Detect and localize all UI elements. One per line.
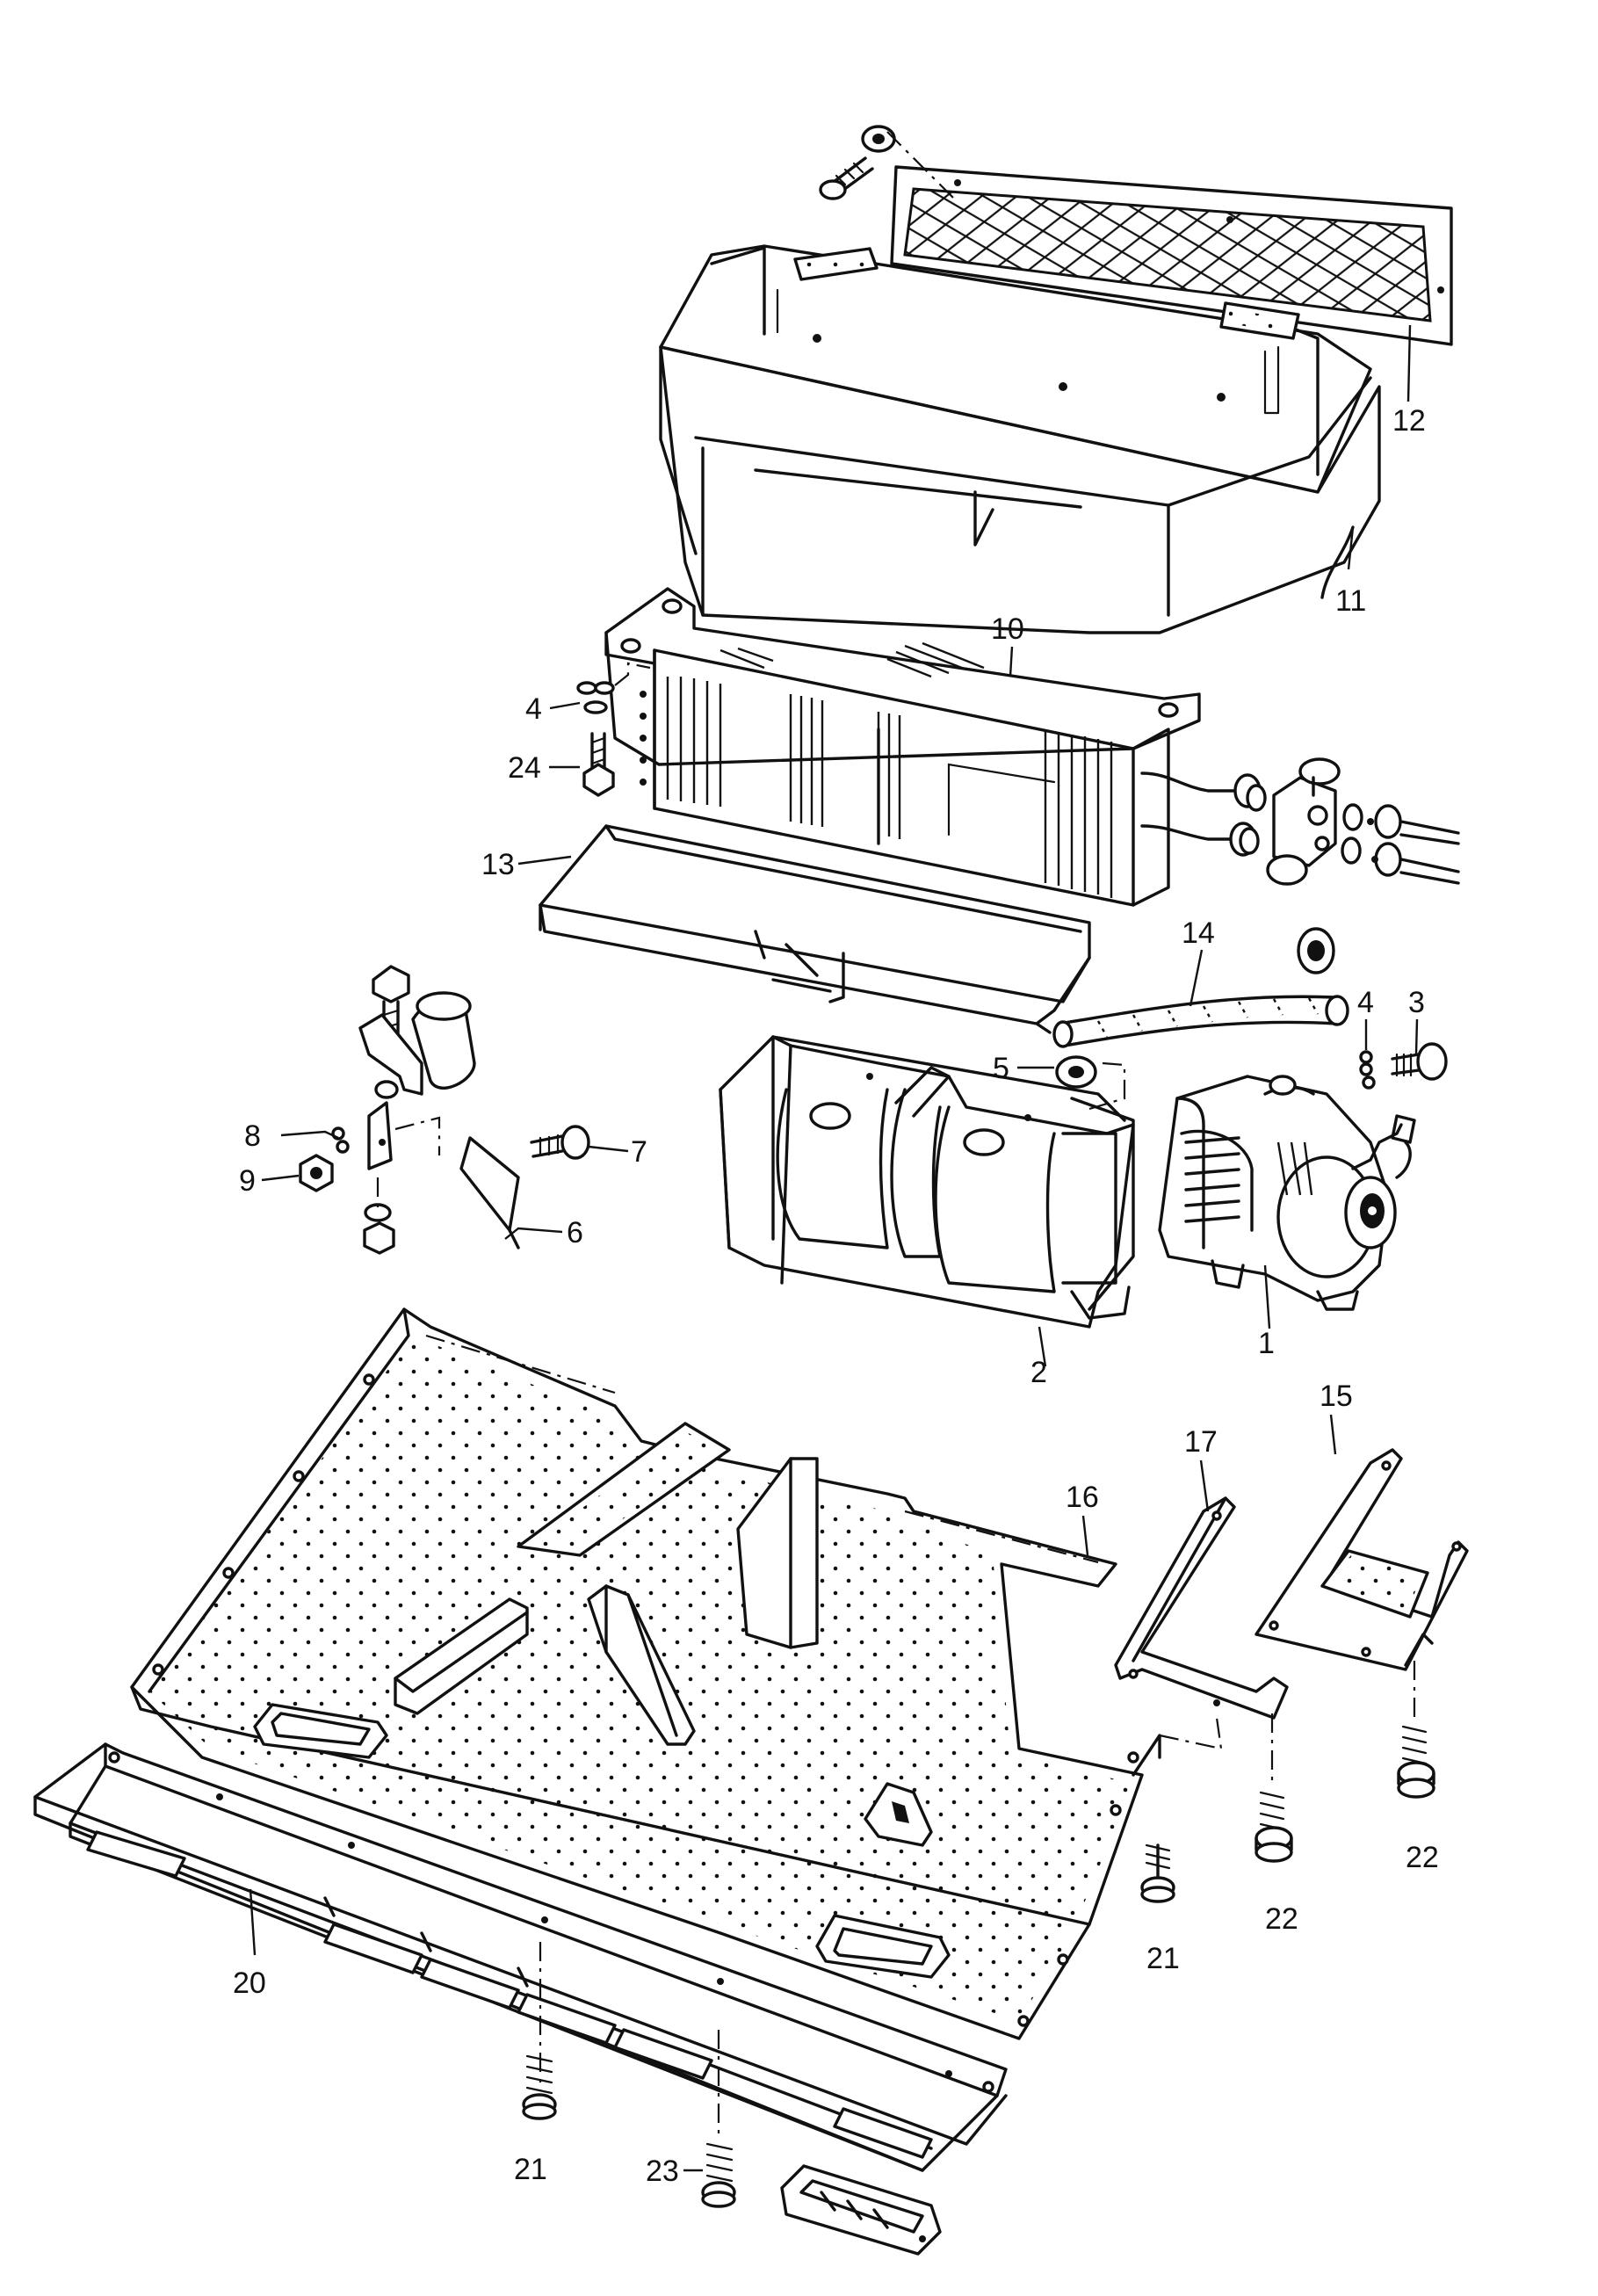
- label-20: 20: [233, 1966, 266, 2000]
- grommet-5: [1055, 1055, 1126, 1111]
- bracket-17: [1114, 1496, 1289, 1784]
- screw-icon-23: [701, 2142, 736, 2208]
- label-13: 13: [481, 848, 515, 881]
- label-23: 23: [646, 2155, 679, 2188]
- label-4-right: 4: [1357, 986, 1374, 1019]
- washer-4-left: [576, 681, 615, 714]
- blower-housing-2: [719, 1035, 1135, 1329]
- front-panel-20: [33, 1742, 1008, 2172]
- vent-louvre: [780, 2164, 942, 2256]
- screw-icon-21-bottom: [522, 2054, 557, 2120]
- hose-14: [1052, 927, 1349, 1048]
- housing-11: [659, 244, 1381, 634]
- bracket-15: [1255, 1448, 1469, 1722]
- screw-icon-22-mid: [1255, 1791, 1293, 1863]
- label-12: 12: [1392, 404, 1426, 438]
- label-1: 1: [1258, 1327, 1275, 1360]
- label-17: 17: [1184, 1425, 1218, 1459]
- label-6: 6: [567, 1216, 583, 1249]
- screw-3: [1391, 1042, 1448, 1081]
- label-3: 3: [1408, 986, 1425, 1019]
- label-10: 10: [991, 612, 1024, 646]
- screw-icon-22-right: [1397, 1725, 1435, 1799]
- label-22-right: 22: [1406, 1841, 1439, 1874]
- label-11: 11: [1335, 584, 1366, 618]
- part-labels: 12 11 10 4 24 13 14 4 3 5 8 9 7 6 1 2 15…: [233, 404, 1439, 2188]
- label-15: 15: [1320, 1380, 1353, 1413]
- screw-icon: [819, 125, 896, 200]
- drip-tray-13: [539, 824, 1091, 1034]
- label-24: 24: [508, 751, 541, 785]
- screw-icon-24: [582, 732, 615, 797]
- label-16: 16: [1066, 1481, 1099, 1514]
- washer-4-right: [1359, 1050, 1376, 1090]
- label-2: 2: [1030, 1356, 1047, 1389]
- label-7: 7: [631, 1135, 647, 1169]
- screw-icon-21-right: [1140, 1843, 1175, 1903]
- heat-exchanger-10: [604, 587, 1460, 907]
- label-4-left: 4: [525, 692, 542, 726]
- bracket-assembly: [299, 965, 590, 1255]
- leader-lines: [249, 324, 1419, 1956]
- label-8: 8: [244, 1119, 261, 1153]
- label-5: 5: [993, 1052, 1009, 1085]
- floor-cover-16: [130, 1307, 1161, 2040]
- label-21-bottom: 21: [514, 2153, 547, 2186]
- label-9: 9: [239, 1164, 256, 1198]
- blower-motor-1: [1158, 1075, 1416, 1311]
- label-21-right: 21: [1146, 1942, 1180, 1975]
- grille-panel-12: [819, 125, 1453, 346]
- label-14: 14: [1182, 916, 1215, 950]
- label-22-mid: 22: [1265, 1902, 1298, 1936]
